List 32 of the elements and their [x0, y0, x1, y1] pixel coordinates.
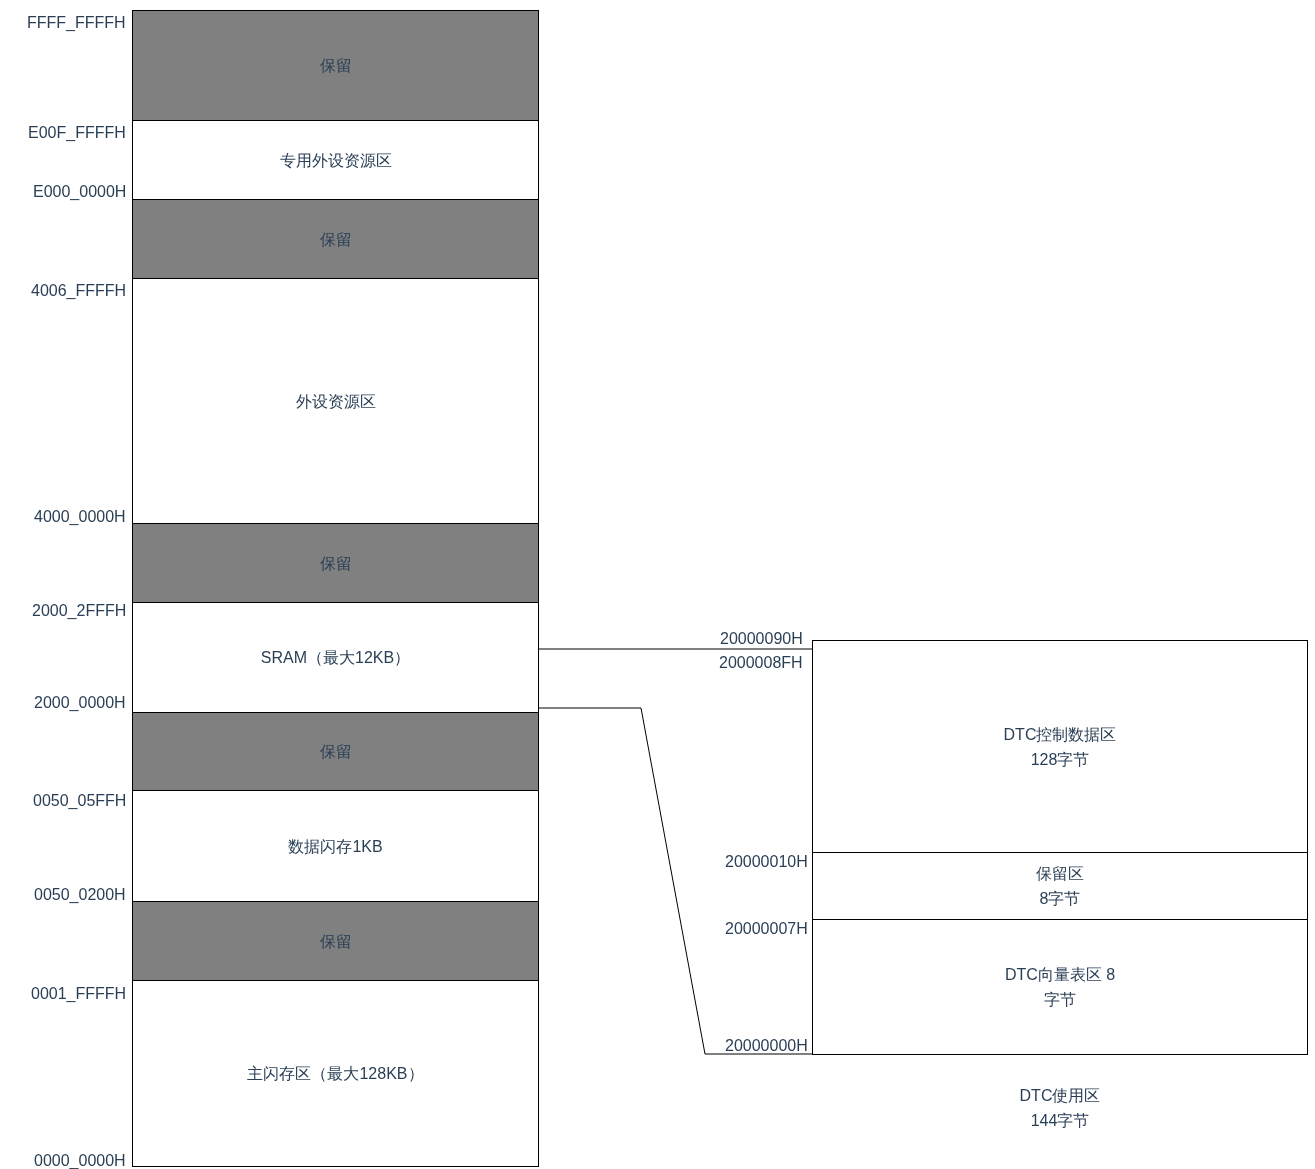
memory-region: 专用外设资源区 — [132, 120, 539, 200]
memory-region: DTC控制数据区 128字节 — [812, 640, 1308, 853]
address-label: FFFF_FFFFH — [27, 13, 126, 33]
address-label: 2000008FH — [719, 653, 803, 673]
address-label: E00F_FFFFH — [28, 123, 126, 143]
block-caption: DTC使用区 144字节 — [1018, 1086, 1102, 1131]
memory-region: 主闪存区（最大128KB） — [132, 980, 539, 1167]
address-label: 20000090H — [720, 629, 803, 649]
address-label: 20000010H — [725, 852, 808, 872]
address-label: 0001_FFFFH — [31, 984, 127, 1004]
address-label: 0000_0000H — [34, 1151, 126, 1169]
reserved-region: 保留 — [132, 712, 539, 791]
memory-region: 保留区 8字节 — [812, 852, 1308, 920]
reserved-region: 保留 — [132, 523, 539, 603]
address-label: 20000007H — [725, 919, 808, 939]
memory-region: 数据闪存1KB — [132, 790, 539, 902]
reserved-region: 保留 — [132, 199, 539, 279]
address-label: 0050_05FFH — [33, 791, 127, 811]
zoom-line — [538, 648, 813, 650]
reserved-region: 保留 — [132, 901, 539, 981]
address-label: 2000_0000H — [34, 693, 126, 713]
memory-region: 外设资源区 — [132, 278, 539, 524]
memory-region: DTC向量表区 8字节 — [812, 919, 1308, 1055]
zoom-line — [538, 707, 813, 1055]
reserved-region: 保留 — [132, 10, 539, 121]
address-label: 4000_0000H — [34, 507, 126, 527]
address-label: 20000000H — [725, 1036, 808, 1056]
address-label: E000_0000H — [33, 182, 127, 202]
memory-region: SRAM（最大12KB） — [132, 602, 539, 713]
address-label: 0050_0200H — [34, 885, 126, 905]
address-label: 4006_FFFFH — [31, 281, 127, 301]
address-label: 2000_2FFFH — [32, 601, 127, 621]
